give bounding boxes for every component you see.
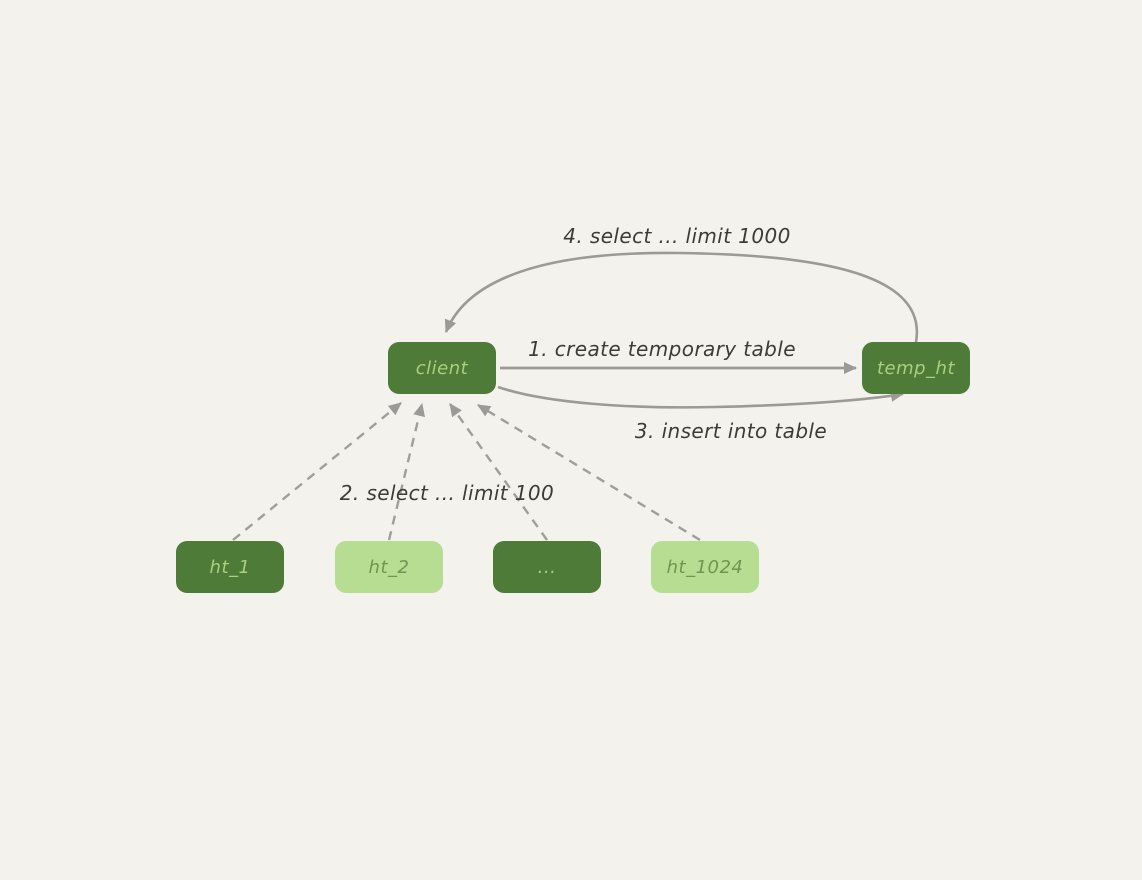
node-ht-1: ht_1	[176, 541, 284, 593]
node-ellipsis-label: ...	[537, 556, 557, 578]
edge-label-insert-into-table: 3. insert into table	[634, 419, 828, 443]
node-client: client	[388, 342, 496, 394]
arrow-insert-into-table	[497, 385, 904, 409]
node-ht-1024-label: ht_1024	[666, 556, 744, 578]
edge-label-select-limit-100: 2. select ... limit 100	[339, 481, 555, 505]
edge-label-create-temporary-table: 1. create temporary table	[528, 337, 796, 361]
node-ellipsis: ...	[493, 541, 601, 593]
node-client-label: client	[415, 357, 469, 379]
arrow-select-limit-100-ht-1	[232, 402, 402, 541]
node-ht-2: ht_2	[335, 541, 443, 593]
node-ht-1-label: ht_1	[209, 556, 251, 578]
node-temp-ht: temp_ht	[862, 342, 970, 394]
arrow-select-limit-100-ht-2	[387, 403, 426, 541]
node-temp-ht-label: temp_ht	[876, 357, 956, 379]
arrow-select-limit-100-ellipsis	[449, 403, 548, 541]
node-ht-2-label: ht_2	[368, 556, 410, 578]
edge-label-select-limit-1000: 4. select ... limit 1000	[563, 224, 791, 248]
arrow-select-limit-1000	[444, 251, 919, 343]
node-ht-1024: ht_1024	[651, 541, 759, 593]
